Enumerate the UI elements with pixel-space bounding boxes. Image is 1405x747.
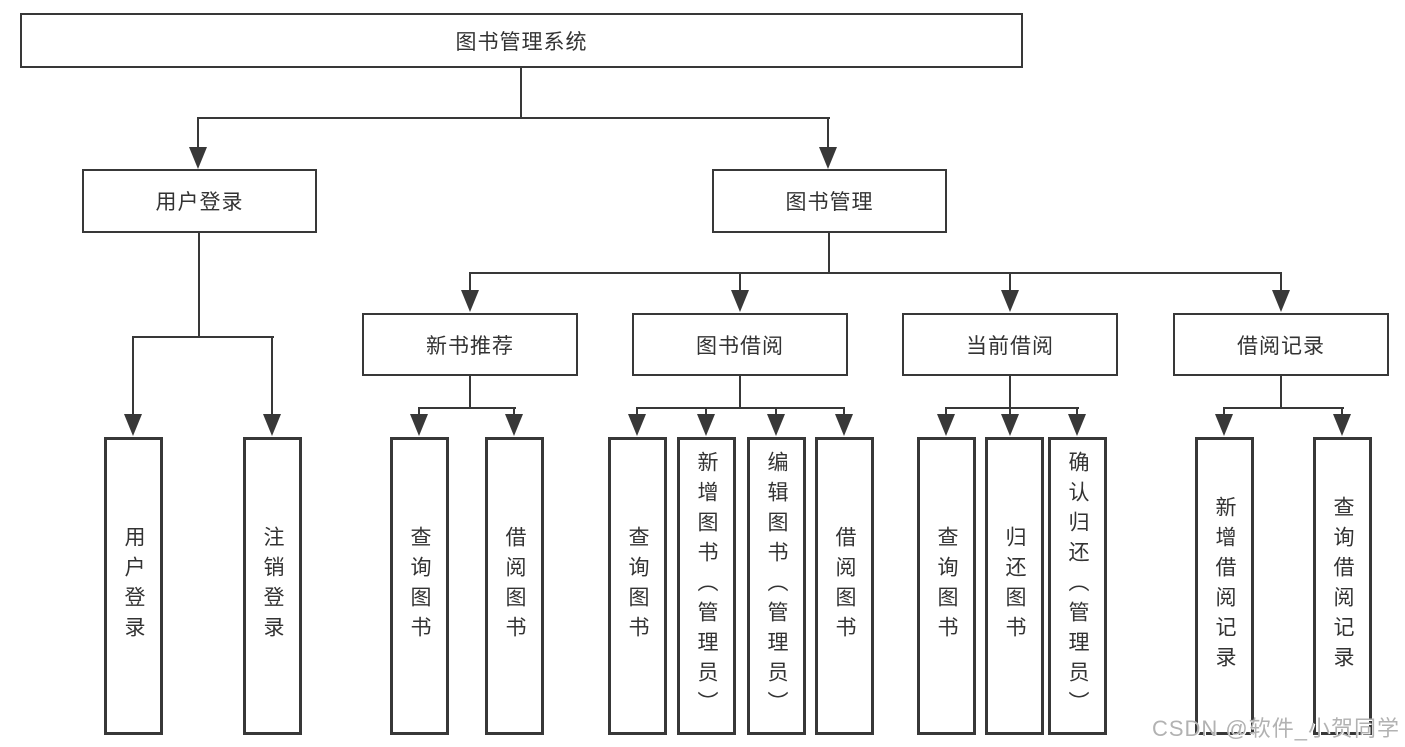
node-root: 图书管理系统: [20, 13, 1023, 68]
connector-line: [132, 336, 274, 338]
node-new-book-recommend-label: 新书推荐: [426, 334, 514, 358]
arrow-down-icon: [767, 414, 785, 436]
connector-line: [843, 407, 845, 415]
node-borrow-records-label: 借阅记录: [1237, 334, 1325, 358]
leaf-user-login-label: 用户登录: [122, 526, 145, 646]
arrow-down-icon: [628, 414, 646, 436]
leaf-query-borrow-record: 查询借阅记录: [1313, 437, 1372, 735]
connector-line: [775, 407, 777, 415]
connector-line: [1280, 376, 1282, 408]
arrow-down-icon: [697, 414, 715, 436]
arrow-down-icon: [1272, 290, 1290, 312]
connector-line: [1076, 407, 1078, 415]
arrow-down-icon: [1215, 414, 1233, 436]
leaf-add-borrow-record-label: 新增借阅记录: [1213, 496, 1236, 676]
leaf-add-borrow-record: 新增借阅记录: [1195, 437, 1254, 735]
leaf-query-books-recommend-label: 查询图书: [408, 526, 431, 646]
arrow-down-icon: [1333, 414, 1351, 436]
leaf-return-books: 归还图书: [985, 437, 1044, 735]
connector-line: [418, 407, 420, 415]
node-current-borrow-label: 当前借阅: [966, 334, 1054, 358]
connector-line: [1341, 407, 1343, 415]
connector-line: [827, 117, 829, 147]
connector-line: [739, 272, 741, 290]
node-borrow-records: 借阅记录: [1173, 313, 1389, 376]
connector-line: [945, 407, 1079, 409]
connector-line: [520, 68, 522, 118]
arrow-down-icon: [731, 290, 749, 312]
connector-line: [636, 407, 845, 409]
arrow-down-icon: [263, 414, 281, 436]
leaf-logout-label: 注销登录: [261, 526, 284, 646]
leaf-borrow-books-recommend: 借阅图书: [485, 437, 544, 735]
connector-line: [1223, 407, 1344, 409]
connector-line: [1009, 407, 1011, 415]
leaf-query-borrow-record-label: 查询借阅记录: [1331, 496, 1354, 676]
leaf-query-books-borrow-label: 查询图书: [626, 526, 649, 646]
leaf-edit-books-admin: 编辑图书（管理员）: [747, 437, 806, 735]
connector-line: [197, 117, 199, 147]
node-new-book-recommend: 新书推荐: [362, 313, 578, 376]
leaf-query-books-borrow: 查询图书: [608, 437, 667, 735]
leaf-query-books-current-label: 查询图书: [935, 526, 958, 646]
leaf-query-books-current: 查询图书: [917, 437, 976, 735]
connector-line: [1280, 272, 1282, 290]
connector-line: [739, 376, 741, 408]
node-book-borrow-label: 图书借阅: [696, 334, 784, 358]
node-user-login: 用户登录: [82, 169, 317, 233]
connector-line: [705, 407, 707, 415]
leaf-add-books-admin-label: 新增图书（管理员）: [695, 451, 718, 721]
arrow-down-icon: [1001, 290, 1019, 312]
leaf-logout: 注销登录: [243, 437, 302, 735]
leaf-borrow-books-recommend-label: 借阅图书: [503, 526, 526, 646]
connector-line: [197, 117, 830, 119]
leaf-confirm-return-admin: 确认归还（管理员）: [1048, 437, 1107, 735]
connector-line: [1223, 407, 1225, 415]
csdn-watermark: CSDN @软件_小贺同学: [1151, 716, 1400, 741]
leaf-return-books-label: 归还图书: [1003, 526, 1026, 646]
arrow-down-icon: [410, 414, 428, 436]
connector-line: [198, 233, 200, 337]
connector-line: [271, 336, 273, 414]
arrow-down-icon: [937, 414, 955, 436]
node-current-borrow: 当前借阅: [902, 313, 1118, 376]
node-root-label: 图书管理系统: [455, 30, 588, 54]
node-book-management: 图书管理: [712, 169, 947, 233]
connector-line: [132, 336, 134, 414]
arrow-down-icon: [835, 414, 853, 436]
connector-line: [636, 407, 638, 415]
connector-line: [1009, 376, 1011, 408]
node-book-management-label: 图书管理: [785, 191, 874, 214]
connector-line: [1009, 272, 1011, 290]
leaf-edit-books-admin-label: 编辑图书（管理员）: [765, 451, 788, 721]
connector-line: [469, 376, 471, 408]
node-user-login-label: 用户登录: [155, 191, 244, 214]
node-book-borrow: 图书借阅: [632, 313, 848, 376]
connector-line: [469, 272, 1282, 274]
arrow-down-icon: [1001, 414, 1019, 436]
leaf-add-books-admin: 新增图书（管理员）: [677, 437, 736, 735]
leaf-borrow-books-label: 借阅图书: [833, 526, 856, 646]
arrow-down-icon: [1068, 414, 1086, 436]
connector-line: [469, 272, 471, 290]
arrow-down-icon: [505, 414, 523, 436]
leaf-borrow-books: 借阅图书: [815, 437, 874, 735]
connector-line: [418, 407, 516, 409]
arrow-down-icon: [819, 147, 837, 169]
connector-line: [513, 407, 515, 415]
leaf-confirm-return-admin-label: 确认归还（管理员）: [1066, 451, 1089, 721]
arrow-down-icon: [124, 414, 142, 436]
connector-line: [828, 233, 830, 273]
arrow-down-icon: [461, 290, 479, 312]
connector-line: [945, 407, 947, 415]
leaf-query-books-recommend: 查询图书: [390, 437, 449, 735]
leaf-user-login: 用户登录: [104, 437, 163, 735]
arrow-down-icon: [189, 147, 207, 169]
